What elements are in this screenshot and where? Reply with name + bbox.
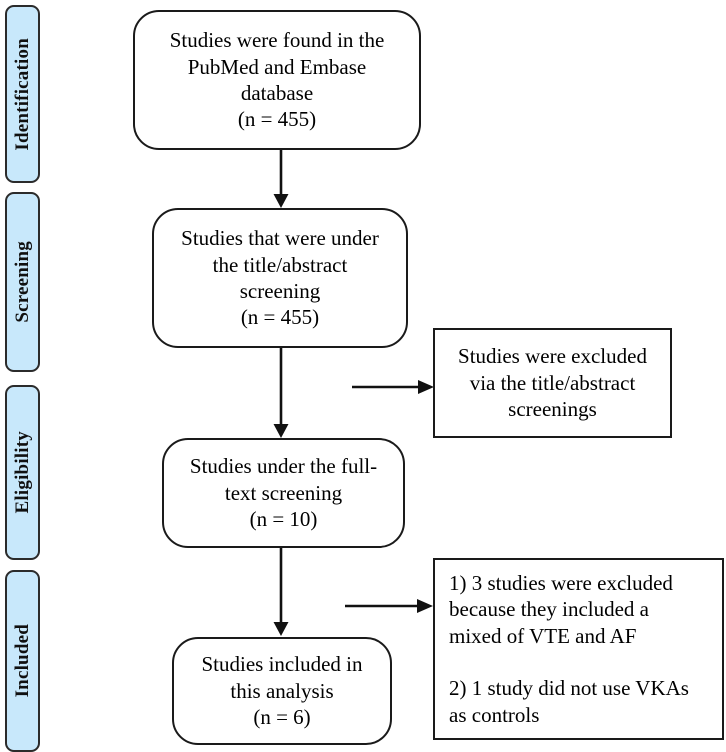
node-excluded-title-abstract: Studies were excluded via the title/abst… <box>433 328 672 438</box>
connector-screening-to-eligibility <box>273 348 289 438</box>
node-identification-text: Studies were found in the PubMed and Emb… <box>169 28 385 132</box>
stage-screening: Screening <box>5 192 40 372</box>
node-excluded-full-text-text: 1) 3 studies were excluded because they … <box>449 570 689 727</box>
connector-eligibility-to-included <box>273 548 289 636</box>
stage-included-label: Included <box>12 624 33 698</box>
stage-identification: Identification <box>5 5 40 183</box>
node-included-text: Studies included in this analysis (n = 6… <box>201 652 363 730</box>
node-title-abstract-screening-text: Studies that were under the title/abstra… <box>181 226 379 330</box>
stage-identification-label: Identification <box>12 37 33 151</box>
node-identification: Studies were found in the PubMed and Emb… <box>133 10 421 150</box>
node-full-text-screening-text: Studies under the full- text screening (… <box>189 454 378 532</box>
stage-eligibility-label: Eligibility <box>12 431 33 514</box>
stage-screening-label: Screening <box>12 241 33 323</box>
node-included: Studies included in this analysis (n = 6… <box>172 637 392 745</box>
connector-to-excluded-title-abstract <box>352 380 434 394</box>
stage-included: Included <box>5 570 40 752</box>
stage-eligibility: Eligibility <box>5 385 40 560</box>
node-title-abstract-screening: Studies that were under the title/abstra… <box>152 208 408 348</box>
connector-identification-to-screening <box>273 150 289 208</box>
node-full-text-screening: Studies under the full- text screening (… <box>162 438 405 548</box>
node-excluded-title-abstract-text: Studies were excluded via the title/abst… <box>458 344 647 422</box>
node-excluded-full-text: 1) 3 studies were excluded because they … <box>433 558 724 740</box>
connector-to-excluded-full-text <box>345 599 433 613</box>
